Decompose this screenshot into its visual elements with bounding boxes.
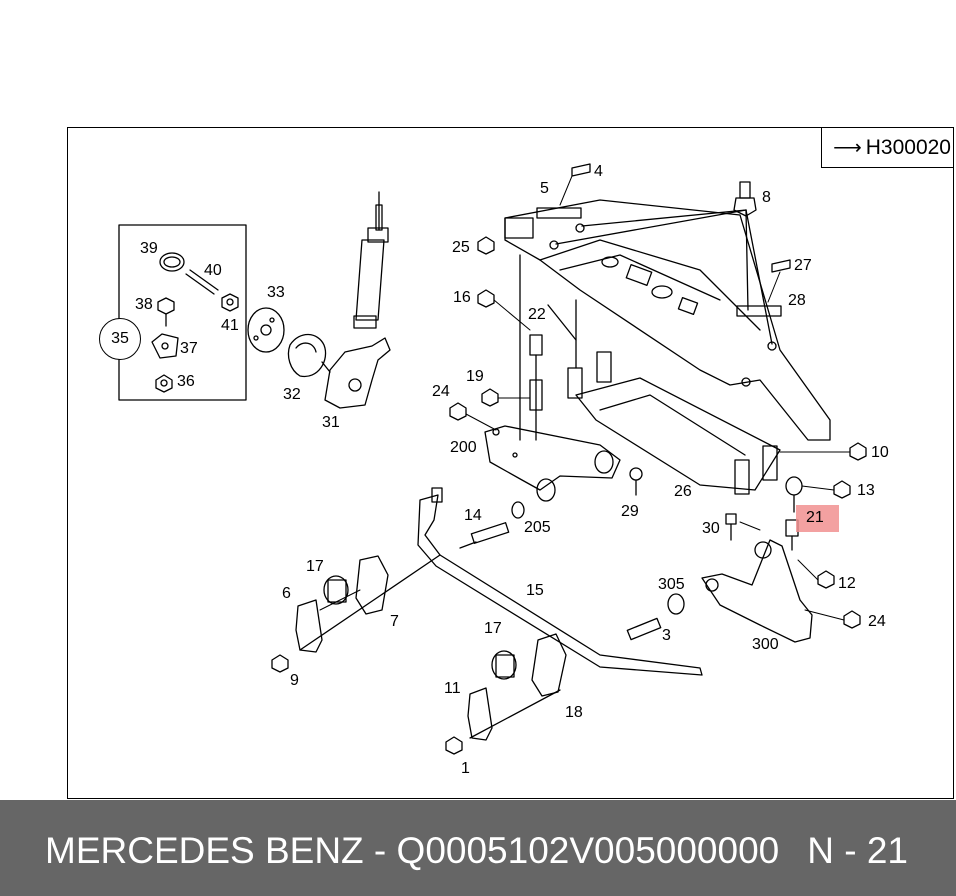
callout-32: 32 xyxy=(283,386,301,403)
callout-24-lower: 24 xyxy=(868,613,886,630)
callout-27: 27 xyxy=(794,257,812,274)
parts-drawing xyxy=(118,163,867,755)
callout-15: 15 xyxy=(526,582,544,599)
part-36-nut xyxy=(155,374,173,393)
callout-7: 7 xyxy=(390,613,399,630)
callout-4: 4 xyxy=(594,163,603,180)
callout-26: 26 xyxy=(674,483,692,500)
part-11-clamp xyxy=(467,687,493,741)
part-300-arm xyxy=(701,539,813,643)
callout-11: 11 xyxy=(444,680,461,697)
part-200-arm xyxy=(484,425,621,491)
part-6-clamp xyxy=(295,599,323,653)
subframe xyxy=(504,199,831,441)
callout-14: 14 xyxy=(464,507,482,524)
callout-5: 5 xyxy=(540,180,549,197)
footer-title: MERCEDES BENZ - Q0005102V005000000 xyxy=(45,830,780,871)
callout-38: 38 xyxy=(135,296,153,313)
callout-17-upper: 17 xyxy=(306,558,324,575)
callout-10: 10 xyxy=(871,444,889,461)
reference-code: H300020 xyxy=(865,135,951,159)
part-8-bolt xyxy=(733,181,757,217)
callout-22: 22 xyxy=(528,306,546,323)
callout-30: 30 xyxy=(702,520,720,537)
part-27-shim xyxy=(771,259,791,273)
callout-1: 1 xyxy=(461,760,470,777)
part-16-nut xyxy=(477,289,495,308)
part-21-highlight xyxy=(796,505,839,532)
reference-box: ⟶ H300020 xyxy=(821,127,954,168)
part-40-pin xyxy=(189,269,219,291)
part-7-bracket xyxy=(355,555,389,615)
callout-305: 305 xyxy=(658,576,685,593)
callout-29: 29 xyxy=(621,503,639,520)
part-37-clip xyxy=(151,333,179,359)
part-4-shim xyxy=(571,163,591,177)
leader-lines xyxy=(319,175,851,621)
callout-41: 41 xyxy=(221,317,239,334)
callout-21: 21 xyxy=(806,509,824,526)
callout-36: 36 xyxy=(177,373,195,390)
shock-absorber xyxy=(353,191,389,329)
part-22-link xyxy=(519,254,543,441)
callout-16: 16 xyxy=(453,289,471,306)
part-35-label: 35 xyxy=(111,330,129,347)
part-18-bracket xyxy=(531,633,567,697)
part-14-bolt xyxy=(459,522,510,549)
part-39-ring xyxy=(159,252,185,272)
part-32-plate xyxy=(287,333,327,378)
callout-12: 12 xyxy=(838,575,856,592)
part-13-nut xyxy=(833,480,851,499)
callout-25: 25 xyxy=(452,239,470,256)
part-305-bushing xyxy=(667,593,685,615)
part-30-bolt xyxy=(725,513,737,541)
callout-9: 9 xyxy=(290,672,299,689)
part-1-nut xyxy=(445,736,463,755)
callout-39: 39 xyxy=(140,240,158,257)
callout-300: 300 xyxy=(752,636,779,653)
callout-40: 40 xyxy=(204,262,222,279)
callout-33: 33 xyxy=(267,284,285,301)
part-17-bushing-lower xyxy=(491,650,517,680)
callout-24-upper: 24 xyxy=(432,383,450,400)
part-9-nut xyxy=(271,654,289,673)
part-24-nut-upper xyxy=(449,402,467,421)
footer-bar: MERCEDES BENZ - Q0005102V005000000 N - 2… xyxy=(0,800,956,896)
part-38-screw xyxy=(157,297,175,315)
callout-8: 8 xyxy=(762,189,771,206)
part-205-bushing xyxy=(511,478,556,519)
part-17-bushing-upper xyxy=(323,575,349,605)
part-29-bolt xyxy=(629,467,643,496)
part-28-plate xyxy=(736,305,782,317)
callout-31: 31 xyxy=(322,414,340,431)
part-31-knuckle xyxy=(321,337,391,409)
callout-205: 205 xyxy=(524,519,551,536)
arrow-right-icon: ⟶ xyxy=(833,137,862,159)
part-12-nut xyxy=(817,570,835,589)
part-19-nut xyxy=(481,388,499,407)
part-3-bolt xyxy=(626,617,662,641)
callout-37: 37 xyxy=(180,340,198,357)
callout-28: 28 xyxy=(788,292,806,309)
part-25-nut xyxy=(477,236,495,255)
footer-page: N - 21 xyxy=(807,830,908,871)
callout-3: 3 xyxy=(662,627,671,644)
part-24-nut-lower xyxy=(843,610,861,629)
part-10-nut xyxy=(849,442,867,461)
part-26-arm xyxy=(567,351,781,495)
callout-6: 6 xyxy=(282,585,291,602)
part-33-shield xyxy=(247,307,285,353)
inset-box xyxy=(118,224,247,401)
callout-19: 19 xyxy=(466,368,484,385)
part-35-callout: 35 xyxy=(99,318,141,360)
part-15-stabilizer xyxy=(417,487,703,676)
callout-18: 18 xyxy=(565,704,583,721)
callout-17-lower: 17 xyxy=(484,620,502,637)
part-41-nut xyxy=(221,293,239,312)
callout-13: 13 xyxy=(857,482,875,499)
callout-200: 200 xyxy=(450,439,477,456)
part-5-plate xyxy=(536,207,582,219)
